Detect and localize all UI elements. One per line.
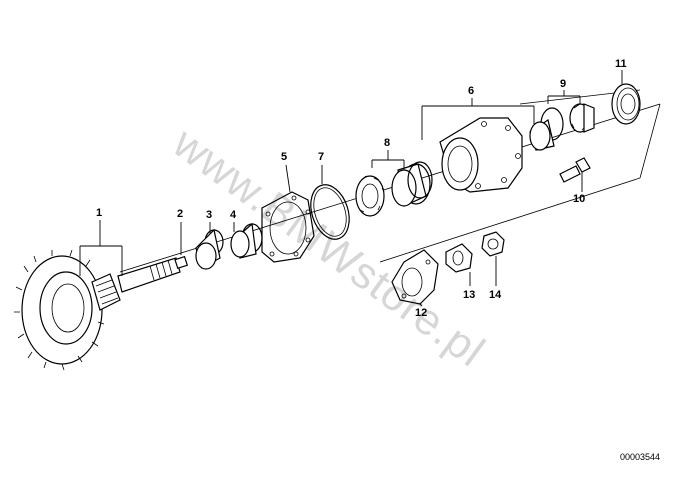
diagram-reference-number: 00003544 [620,452,660,462]
part-hex-nut[interactable] [481,231,505,286]
part-o-ring[interactable] [304,165,356,244]
part-small-nut[interactable] [174,222,189,270]
callout-10: 10 [573,193,585,205]
part-flange[interactable] [391,249,439,307]
part-bolt[interactable] [559,157,591,192]
part-bearing-ring[interactable] [407,161,433,199]
callout-2: 2 [177,208,183,220]
callout-7: 7 [318,151,324,163]
part-gasket-plate[interactable] [261,164,315,263]
part-right-bearing-assembly[interactable] [529,90,595,151]
callout-6: 6 [468,85,474,97]
part-bearing-race[interactable] [230,222,263,259]
part-collar-nut[interactable] [445,243,473,286]
callout-5: 5 [281,151,287,163]
callout-4: 4 [230,209,237,221]
callout-11: 11 [615,58,627,70]
callout-8: 8 [384,137,390,149]
part-differential-housing[interactable] [421,98,535,193]
callout-14: 14 [489,289,502,301]
part-crown-wheel-and-pinion[interactable] [14,220,181,371]
part-sleeve[interactable] [195,222,224,270]
callout-9: 9 [560,78,566,90]
part-taper-roller-bearing[interactable] [355,150,431,217]
callout-12: 12 [415,307,427,319]
callout-3: 3 [206,209,212,221]
callout-13: 13 [463,289,475,301]
part-shaft-seal[interactable] [611,70,641,125]
callout-1: 1 [96,207,102,219]
